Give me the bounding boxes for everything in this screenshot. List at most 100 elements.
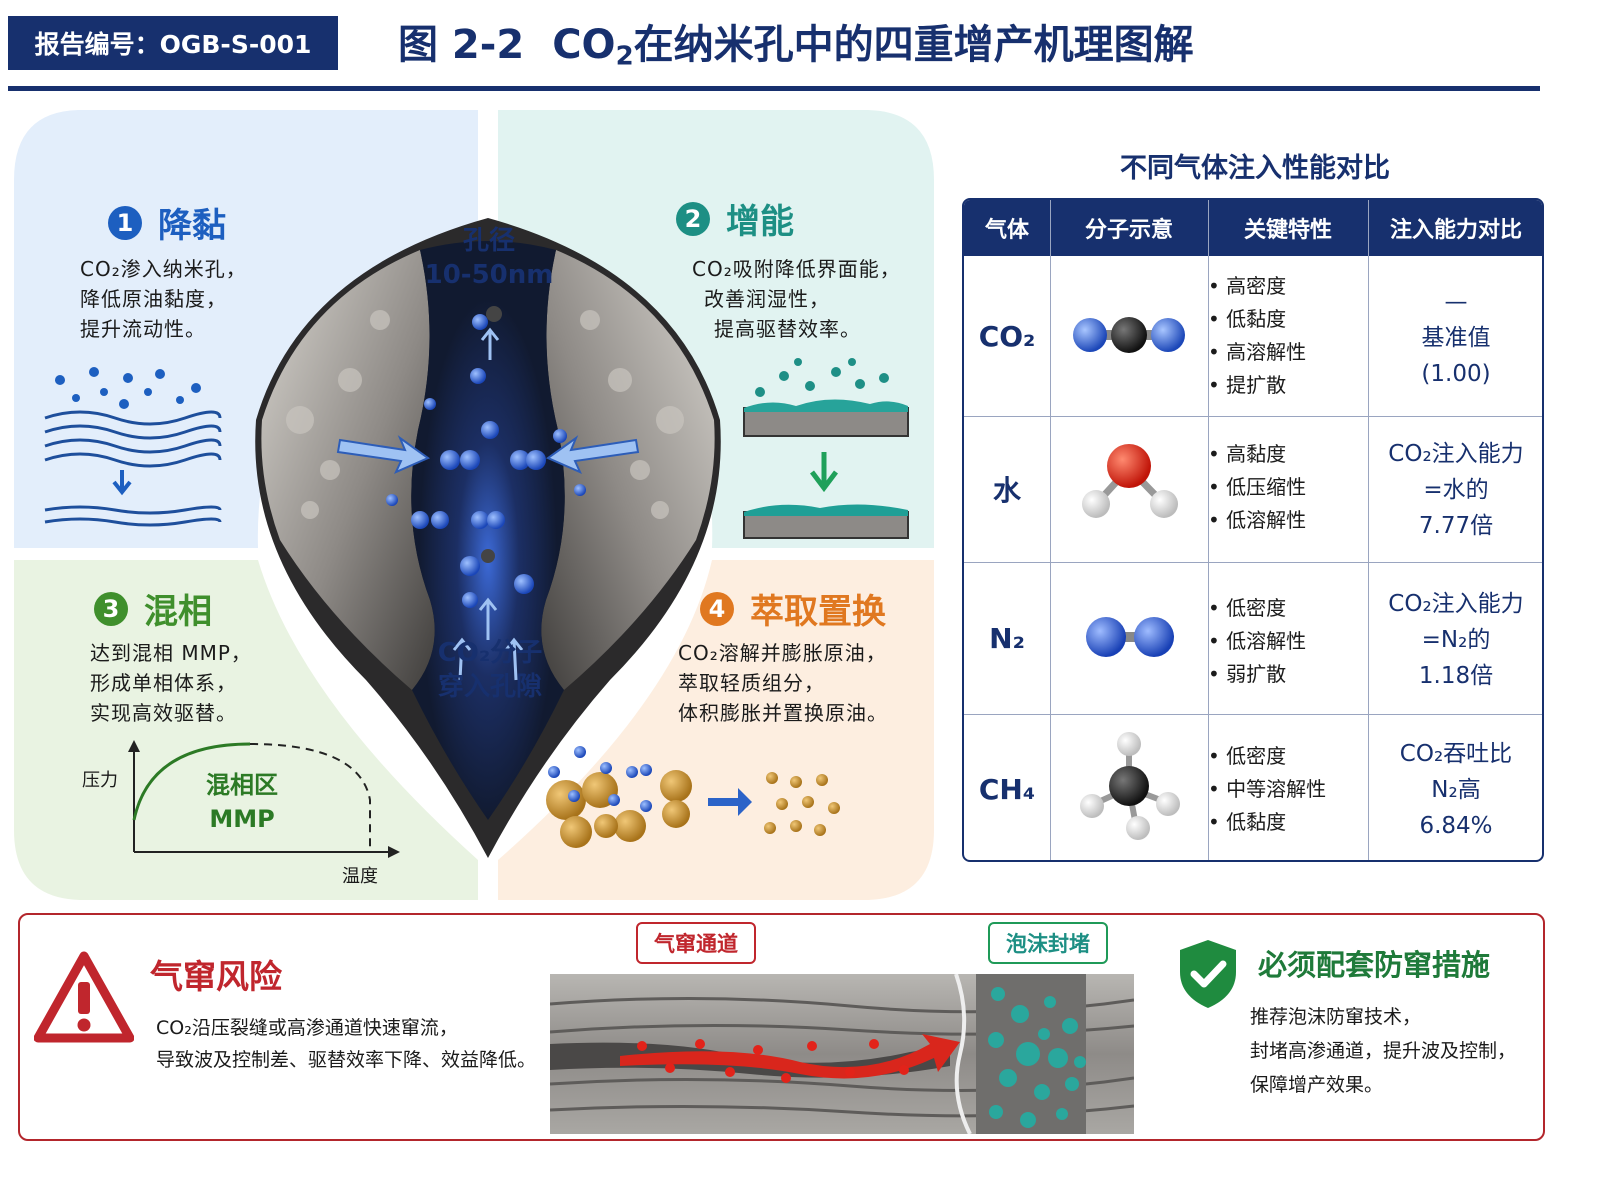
prop-item: 高溶解性 [1208,336,1368,369]
ch4-molecule-icon [1080,732,1180,840]
prop-item: 高黏度 [1208,438,1368,471]
chart-x-label: 温度 [342,866,378,887]
q1-line: 降低原油黏度， [80,287,227,311]
rock-right [541,250,715,690]
figure-number: 图 2-2 [398,22,525,68]
mmp-region-line1: 混相区 [206,771,278,799]
report-number-text: 报告编号：OGB-S-001 [34,30,312,59]
table-row-compare: — 基准值 (1.00) [1368,284,1542,392]
table-row-props: 低密度 中等溶解性 低黏度 [1208,740,1368,839]
header-gas: 气体 [984,218,1029,243]
q4-number-badge: 4 [700,591,734,626]
risk-line: 导致波及控制差、驱替效率下降、效益降低。 [156,1049,537,1071]
foam-tag: 泡沫封堵 [988,922,1108,964]
q3-title: 3 混相 [94,584,212,633]
table-row-props: 高密度 低黏度 高溶解性 提扩散 [1208,270,1368,402]
prop-item: 弱扩散 [1208,658,1368,691]
q4-title-text: 萃取置换 [750,592,886,632]
q3-number-badge: 3 [94,591,128,626]
mechanism-diagram [14,110,934,900]
co2-entry-label: CO₂分子 穿入孔隙 [420,636,560,704]
compare-line: (1.00) [1421,361,1491,387]
col-divider [1368,200,1369,860]
header-molecule: 分子示意 [1084,218,1173,243]
compare-line: N₂高 [1431,777,1481,803]
inflow-arrows [336,435,640,474]
channeling-illustration [550,974,1134,1134]
q2-line: CO₂吸附降低界面能， [692,257,901,281]
prop-item: 低溶解性 [1208,625,1368,658]
compare-line: CO₂注入能力 [1388,591,1524,617]
prop-item: 低黏度 [1208,806,1368,839]
upflow-arrows [452,327,524,681]
prop-item: 低压缩性 [1208,471,1368,504]
compare-line: 7.77倍 [1418,513,1494,539]
compare-line: 1.18倍 [1418,663,1494,689]
channel-tag: 气窜通道 [636,922,756,964]
chart-y-label: 压力 [82,770,118,791]
risk-line: CO₂沿压裂缝或高渗通道快速窜流， [156,1017,458,1039]
q1-number-badge: 1 [108,205,142,240]
row-divider [964,714,1542,715]
comparison-table: 气体 分子示意 关键特性 注入能力对比 CO₂ 高密度 低黏度 高溶解性 提扩散… [962,198,1544,862]
q2-description: CO₂吸附降低界面能， 改善润湿性， 提高驱替效率。 [692,254,901,344]
q4-title: 4 萃取置换 [700,584,886,633]
q1-viscosity-illustration [44,367,222,527]
prop-item: 低密度 [1208,592,1368,625]
must-line: 保障增产效果。 [1250,1074,1384,1096]
q2-wettability-illustration [743,358,909,539]
prop-item: 高密度 [1208,270,1368,303]
pore-co2-molecules [386,306,586,608]
prop-item: 低黏度 [1208,303,1368,336]
comparison-table-title: 不同气体注入性能对比 [1120,153,1390,184]
must-line: 封堵高渗通道，提升波及控制， [1250,1040,1517,1062]
prop-item: 低密度 [1208,740,1368,773]
q1-description: CO₂渗入纳米孔， 降低原油黏度， 提升流动性。 [80,254,247,344]
co2-entry-line1: CO₂分子 [437,638,543,668]
row-divider [964,416,1542,417]
must-measures-description: 推荐泡沫防窜技术， 封堵高渗通道，提升波及控制， 保障增产效果。 [1250,1000,1516,1102]
co2-molecule-icon [1073,317,1185,353]
q1-title-text: 降黏 [158,206,226,246]
pore-size-line1: 孔径 [462,226,515,256]
col-divider [1050,200,1051,860]
compare-line: =N₂的 [1421,627,1491,653]
table-row-gas: N₂ [989,621,1025,655]
q2-title-text: 增能 [726,202,794,242]
risk-title: 气窜风险 [150,957,282,996]
quadrant-3-bg [14,560,478,900]
compare-line: — [1444,289,1468,315]
compare-line: =水的 [1423,477,1489,503]
q2-title: 2 增能 [676,194,794,243]
compare-line: 6.84% [1419,813,1493,839]
compare-line: CO₂注入能力 [1388,441,1524,467]
rock-texture [286,310,684,519]
table-row-gas: 水 [992,474,1021,507]
q2-line: 改善润湿性， [704,287,830,311]
rock-left [261,250,435,690]
q4-line: 萃取轻质组分， [678,671,825,695]
table-row-gas: CO₂ [978,319,1036,353]
q2-line: 提高驱替效率。 [714,317,861,341]
pore-channel [411,241,565,820]
q4-extraction-illustration [546,746,840,848]
q3-line: 实现高效驱替。 [90,701,237,725]
q1-line: CO₂渗入纳米孔， [80,257,247,281]
q4-line: CO₂溶解并膨胀原油， [678,641,887,665]
q3-description: 达到混相 MMP， 形成单相体系， 实现高效驱替。 [90,638,252,728]
n2-molecule-icon [1086,617,1174,657]
table-row-gas: CH₄ [978,772,1036,806]
title-co: CO [552,22,616,68]
table-header: 气体 分子示意 关键特性 注入能力对比 [964,200,1542,256]
q1-title: 1 降黏 [108,198,226,247]
q3-line: 达到混相 MMP， [90,641,252,665]
q1-line: 提升流动性。 [80,317,206,341]
co2-entry-line2: 穿入孔隙 [437,672,542,702]
row-divider [964,562,1542,563]
gas-channeling-risk-panel [18,913,1545,1141]
prop-item: 提扩散 [1208,369,1368,402]
compare-line: CO₂吞吐比 [1399,741,1513,767]
compare-line: 基准值 [1421,325,1491,351]
header-injection: 注入能力对比 [1389,218,1522,243]
table-row-props: 高黏度 低压缩性 低溶解性 [1208,438,1368,537]
